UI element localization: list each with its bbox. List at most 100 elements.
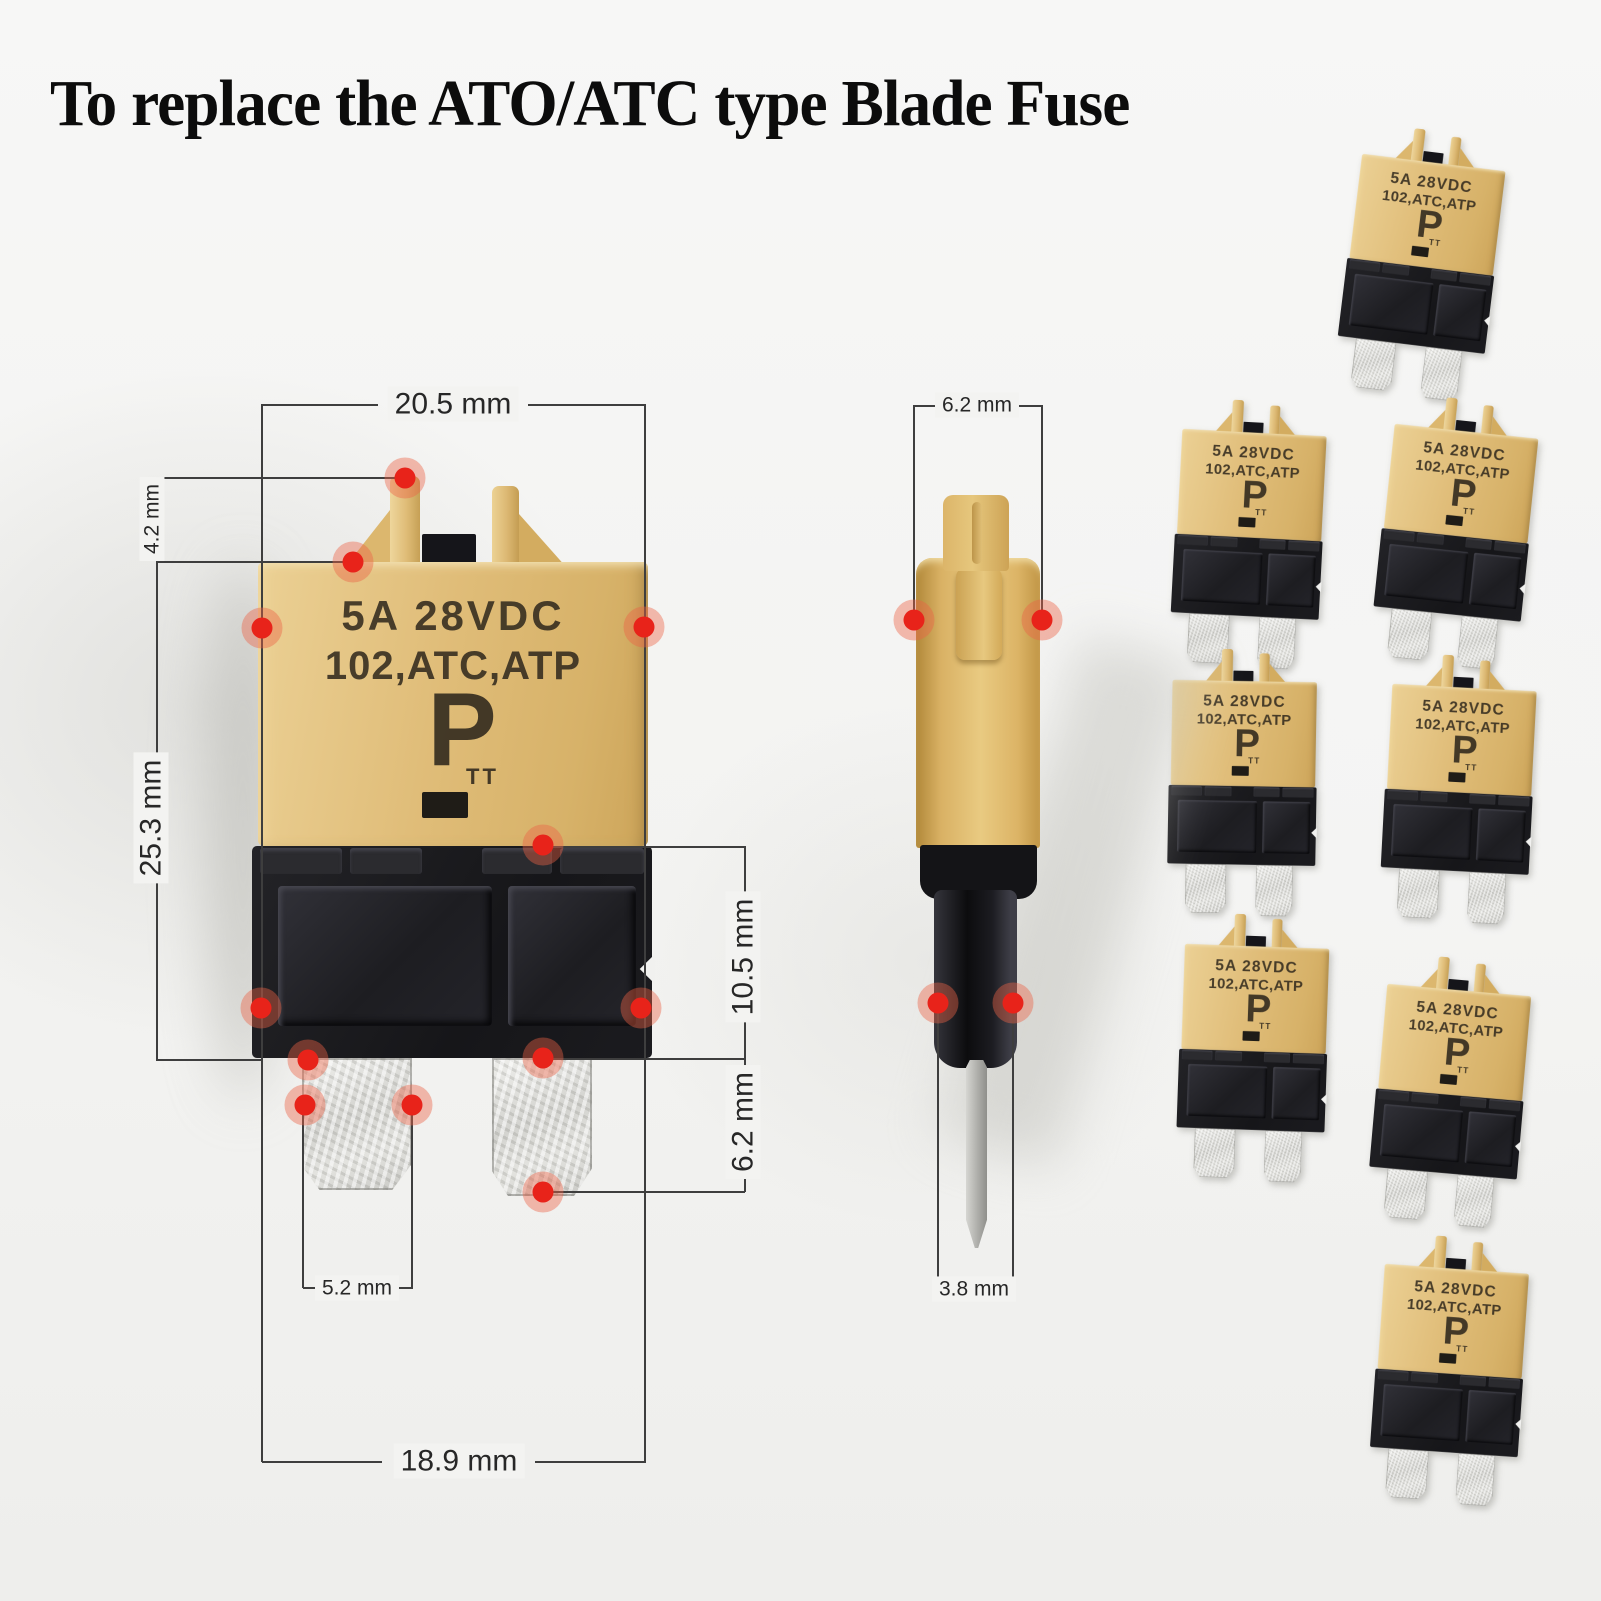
- measure-point-marker: [532, 1047, 554, 1069]
- dim-leader-prong: [157, 477, 405, 479]
- measure-point-marker: [630, 997, 652, 1019]
- front-view-photo: 5A 28VDC 102,ATC,ATP P TT: [252, 476, 655, 1196]
- brand-logo-sub: TT: [466, 764, 499, 789]
- fuse-photo-8: 5A 28VDC 102,ATC,ATP P TT: [1366, 1232, 1532, 1508]
- fuse-base-panel-right: [1468, 552, 1522, 610]
- fuse-reset-window: [1242, 1031, 1260, 1042]
- brand-logo: P: [427, 672, 497, 788]
- fuse-type-text: 102,ATC,ATP: [324, 644, 582, 688]
- measure-point-marker: [401, 1094, 423, 1116]
- measure-point-marker: [1031, 609, 1053, 631]
- dim-label-body-height: 25.3 mm: [133, 752, 169, 884]
- dim-tick: [157, 1059, 263, 1061]
- fuse-base-panel-left: [1390, 803, 1473, 860]
- fuse-blade-right: [1263, 1130, 1302, 1182]
- dim-label-base-height: 10.5 mm: [725, 891, 761, 1023]
- side-view-photo: [880, 490, 1198, 1270]
- dim-label-bottom-width: 18.9 mm: [393, 1443, 525, 1479]
- fuse-base-rail: [1459, 1375, 1487, 1387]
- brand-logo-sub: TT: [1462, 506, 1476, 517]
- fuse-base-panel-right: [1262, 801, 1311, 854]
- fuse-base-rail: [1469, 793, 1496, 805]
- dim-leader-base-top: [553, 846, 745, 848]
- fuse-reset-window: [1439, 1073, 1458, 1086]
- fuse-base-panel-left: [1186, 1063, 1268, 1119]
- measure-point-marker: [342, 551, 364, 573]
- page-title: To replace the ATO/ATC type Blade Fuse: [50, 67, 1130, 140]
- fuse-blade-right: [1453, 1174, 1494, 1228]
- fuse-photo-6: 5A 28VDC 102,ATC,ATP P TT: [1175, 912, 1332, 1183]
- measure-point-marker: [927, 992, 949, 1014]
- fuse-blade-left: [1193, 1128, 1235, 1178]
- fuse-shoulder-left: [1425, 666, 1442, 688]
- measure-point-marker: [633, 616, 655, 638]
- fuse-shoulder-left: [1205, 661, 1222, 682]
- fuse-base-panel-left: [1380, 1384, 1464, 1442]
- fuse-blade-left: [1350, 338, 1396, 391]
- fuse-base-panel-left: [1180, 548, 1263, 605]
- fuse-blade-left: [1185, 864, 1227, 914]
- fuse-blade-right: [1255, 865, 1293, 917]
- fuse-blade-right: [492, 1058, 592, 1196]
- measure-point-marker: [250, 997, 272, 1019]
- fuse-reset-window: [1445, 514, 1464, 527]
- dim-line-bottom-width: [262, 1461, 382, 1463]
- fuse-blade-left: [302, 1058, 412, 1190]
- brand-logo-sub: TT: [1248, 755, 1261, 766]
- dim-leader-body-top: [157, 561, 353, 563]
- measure-point-marker: [532, 1181, 554, 1203]
- dim-label-pin-width: 3.8 mm: [931, 1276, 1017, 1302]
- dim-label-blade-length: 6.2 mm: [725, 1064, 761, 1180]
- dim-line-blade-width: [302, 1108, 304, 1288]
- brand-logo-sub: TT: [1259, 1021, 1272, 1031]
- dim-extension-line: [261, 404, 263, 1462]
- fuse-reset-window: [1438, 1353, 1457, 1364]
- dim-leader-blade-top: [545, 1058, 745, 1060]
- fuse-blade-right: [1467, 872, 1507, 925]
- measure-point-marker: [532, 834, 554, 856]
- dim-label-blade-width: 5.2 mm: [314, 1275, 400, 1301]
- fuse-photo-7: 5A 28VDC 102,ATC,ATP P TT: [1365, 952, 1536, 1230]
- fuse-reset-window: [1411, 245, 1430, 258]
- fuse-base-rail: [1292, 1053, 1325, 1065]
- dim-tick: [914, 405, 938, 407]
- fuse-base-rail: [1171, 785, 1202, 796]
- measure-point-marker: [1002, 992, 1024, 1014]
- dim-line-pin-width: [937, 1003, 939, 1283]
- fuse-blade-left: [1383, 1168, 1428, 1220]
- dim-leader-blade-bottom: [553, 1191, 745, 1193]
- fuse-base-panel-left: [1384, 543, 1469, 604]
- fuse-base-rail: [1498, 795, 1530, 807]
- measure-point-marker: [294, 1094, 316, 1116]
- dim-tick: [1018, 405, 1043, 407]
- fuse-base-panel-left: [1348, 273, 1434, 335]
- side-fuse-blade-pin: [966, 1060, 987, 1248]
- fuse-base-rail: [1215, 1050, 1243, 1062]
- fuse-prong-left: [1231, 399, 1245, 436]
- fuse-base-panel-right: [1271, 1066, 1321, 1121]
- fuse-photo-2: 5A 28VDC 102,ATC,ATP P TT: [1168, 397, 1330, 671]
- fuse-photo-1: 5A 28VDC 102,ATC,ATP P TT: [1332, 122, 1511, 404]
- fuse-base-rail: [1259, 538, 1286, 550]
- fuse-blade-left: [1397, 868, 1440, 919]
- fuse-base-panel-right: [508, 886, 636, 1026]
- dim-tick: [388, 1287, 413, 1289]
- fuse-shoulder-right: [519, 514, 567, 568]
- fuse-blade-left: [1385, 1448, 1429, 1500]
- fuse-base-rail: [1204, 786, 1232, 797]
- fuse-photo-3: 5A 28VDC 102,ATC,ATP P TT: [1368, 392, 1543, 672]
- fuse-base-rail: [1488, 1377, 1521, 1390]
- fuse-prong-left: [1233, 913, 1247, 950]
- dim-label-top-width: 20.5 mm: [387, 386, 519, 422]
- fuse-base-rail: [1253, 787, 1280, 798]
- fuse-photo-5: 5A 28VDC 102,ATC,ATP P TT: [1378, 652, 1540, 926]
- fuse-base-rail: [1410, 1371, 1439, 1384]
- fuse-base-rail: [1420, 791, 1448, 803]
- fuse-base-rail: [1377, 1369, 1409, 1382]
- fuse-base-panel-right: [1464, 1111, 1517, 1168]
- measure-point-marker: [297, 1049, 319, 1071]
- fuse-blade-right: [1455, 1453, 1495, 1507]
- fuse-rating-text: 5A 28VDC: [341, 592, 565, 639]
- dim-extension-line: [644, 404, 646, 1462]
